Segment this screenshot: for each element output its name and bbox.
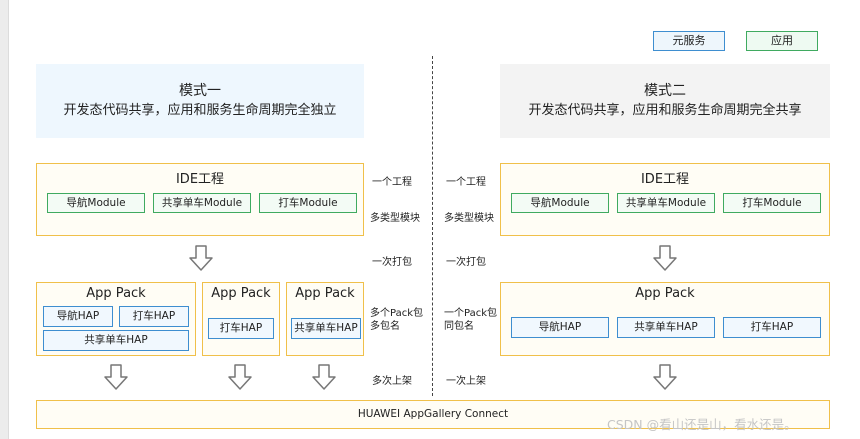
left-pack-3-title: App Pack	[295, 286, 355, 301]
left-pack-1-title: App Pack	[86, 286, 146, 301]
right-pack-hap-taxi: 打车HAP	[723, 317, 821, 338]
right-note-publish: 一次上架	[446, 376, 486, 387]
mode-one-header: 模式一 开发态代码共享，应用和服务生命周期完全独立	[36, 64, 364, 138]
right-pack-hap-bike-sharing: 共享单车HAP	[617, 317, 715, 338]
left-publish-arrow-3-icon	[312, 364, 336, 390]
scrollbar[interactable]	[0, 0, 9, 439]
left-pack-1-hap-bike-sharing: 共享单车HAP	[43, 330, 189, 351]
right-ide-project: IDE工程 导航Module 共享单车Module 打车Module	[500, 163, 830, 236]
legend-service: 元服务	[653, 31, 725, 51]
left-module-taxi: 打车Module	[259, 193, 357, 213]
left-publish-arrow-1-icon	[104, 364, 128, 390]
left-publish-arrow-2-icon	[228, 364, 252, 390]
right-note-same-name: 同包名	[444, 321, 474, 332]
right-note-one-project: 一个工程	[446, 177, 486, 188]
right-module-taxi: 打车Module	[723, 193, 821, 213]
right-note-pack-once: 一次打包	[446, 257, 486, 268]
right-pack-arrow-icon	[653, 245, 677, 271]
mode-two-subtitle: 开发态代码共享，应用和服务生命周期完全共享	[528, 103, 802, 118]
legend-app: 应用	[746, 31, 818, 51]
left-pack-3-hap-bike-sharing: 共享单车HAP	[291, 318, 361, 339]
right-note-module-types: 多类型模块	[444, 213, 494, 224]
left-pack-arrow-icon	[189, 245, 213, 271]
left-note-publish: 多次上架	[372, 376, 412, 387]
left-app-pack-bike-sharing: App Pack 共享单车HAP	[286, 282, 364, 356]
appgallery-connect-bar: HUAWEI AppGallery Connect	[36, 400, 830, 429]
mode-one-title: 模式一	[179, 83, 221, 99]
right-app-pack: App Pack 导航HAP 共享单车HAP 打车HAP	[500, 282, 830, 356]
right-pack-hap-navigation: 导航HAP	[511, 317, 609, 338]
left-app-pack-combined: App Pack 导航HAP 打车HAP 共享单车HAP	[36, 282, 196, 356]
left-pack-2-title: App Pack	[211, 286, 271, 301]
left-pack-1-hap-taxi: 打车HAP	[119, 306, 189, 327]
left-module-navigation: 导航Module	[47, 193, 145, 213]
left-pack-2-hap-taxi: 打车HAP	[208, 318, 274, 339]
right-note-one-pack: 一个Pack包	[444, 308, 497, 319]
mode-two-header: 模式二 开发态代码共享，应用和服务生命周期完全共享	[500, 64, 830, 138]
left-pack-1-hap-navigation: 导航HAP	[43, 306, 113, 327]
right-module-bike-sharing: 共享单车Module	[617, 193, 715, 213]
left-module-bike-sharing: 共享单车Module	[153, 193, 251, 213]
left-ide-title: IDE工程	[175, 172, 225, 187]
left-note-multi-pack: 多个Pack包	[370, 308, 423, 319]
right-module-navigation: 导航Module	[511, 193, 609, 213]
right-publish-arrow-icon	[653, 364, 677, 390]
left-note-pack-once: 一次打包	[372, 257, 412, 268]
left-note-multi-name: 多包名	[370, 321, 400, 332]
right-ide-title: IDE工程	[640, 172, 690, 187]
left-note-one-project: 一个工程	[372, 177, 412, 188]
mode-two-title: 模式二	[644, 83, 686, 99]
left-app-pack-taxi: App Pack 打车HAP	[202, 282, 280, 356]
center-dashed-divider	[432, 56, 433, 396]
watermark: CSDN @看山还是山，看水还是。	[607, 417, 797, 432]
left-ide-project: IDE工程 导航Module 共享单车Module 打车Module	[36, 163, 364, 236]
left-note-module-types: 多类型模块	[370, 213, 420, 224]
right-pack-title: App Pack	[635, 286, 695, 301]
mode-one-subtitle: 开发态代码共享，应用和服务生命周期完全独立	[63, 103, 337, 118]
